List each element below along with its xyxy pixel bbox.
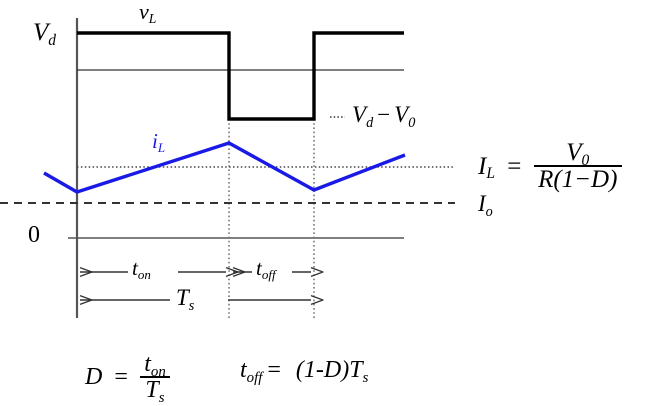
label-vd-minus-v0: Vd−V0 <box>352 102 416 131</box>
label-t-s: Ts <box>176 285 195 314</box>
label-vd: Vd <box>33 19 57 49</box>
label-vl: vL <box>139 0 157 27</box>
label-zero: 0 <box>28 222 40 248</box>
equation-t-off: toff=(1-D)Ts <box>240 357 369 386</box>
label-io: Io <box>478 191 493 220</box>
label-t-off: toff <box>256 256 276 283</box>
equation-average-inductor-current: IL = V0 R(1−D) <box>478 140 622 192</box>
voltage-waveform-vl <box>77 31 404 121</box>
label-t-on: ton <box>132 256 151 283</box>
label-il: iL <box>152 129 166 156</box>
equation-duty-cycle: D = ton Ts <box>85 352 171 405</box>
current-waveform-il <box>43 141 406 194</box>
